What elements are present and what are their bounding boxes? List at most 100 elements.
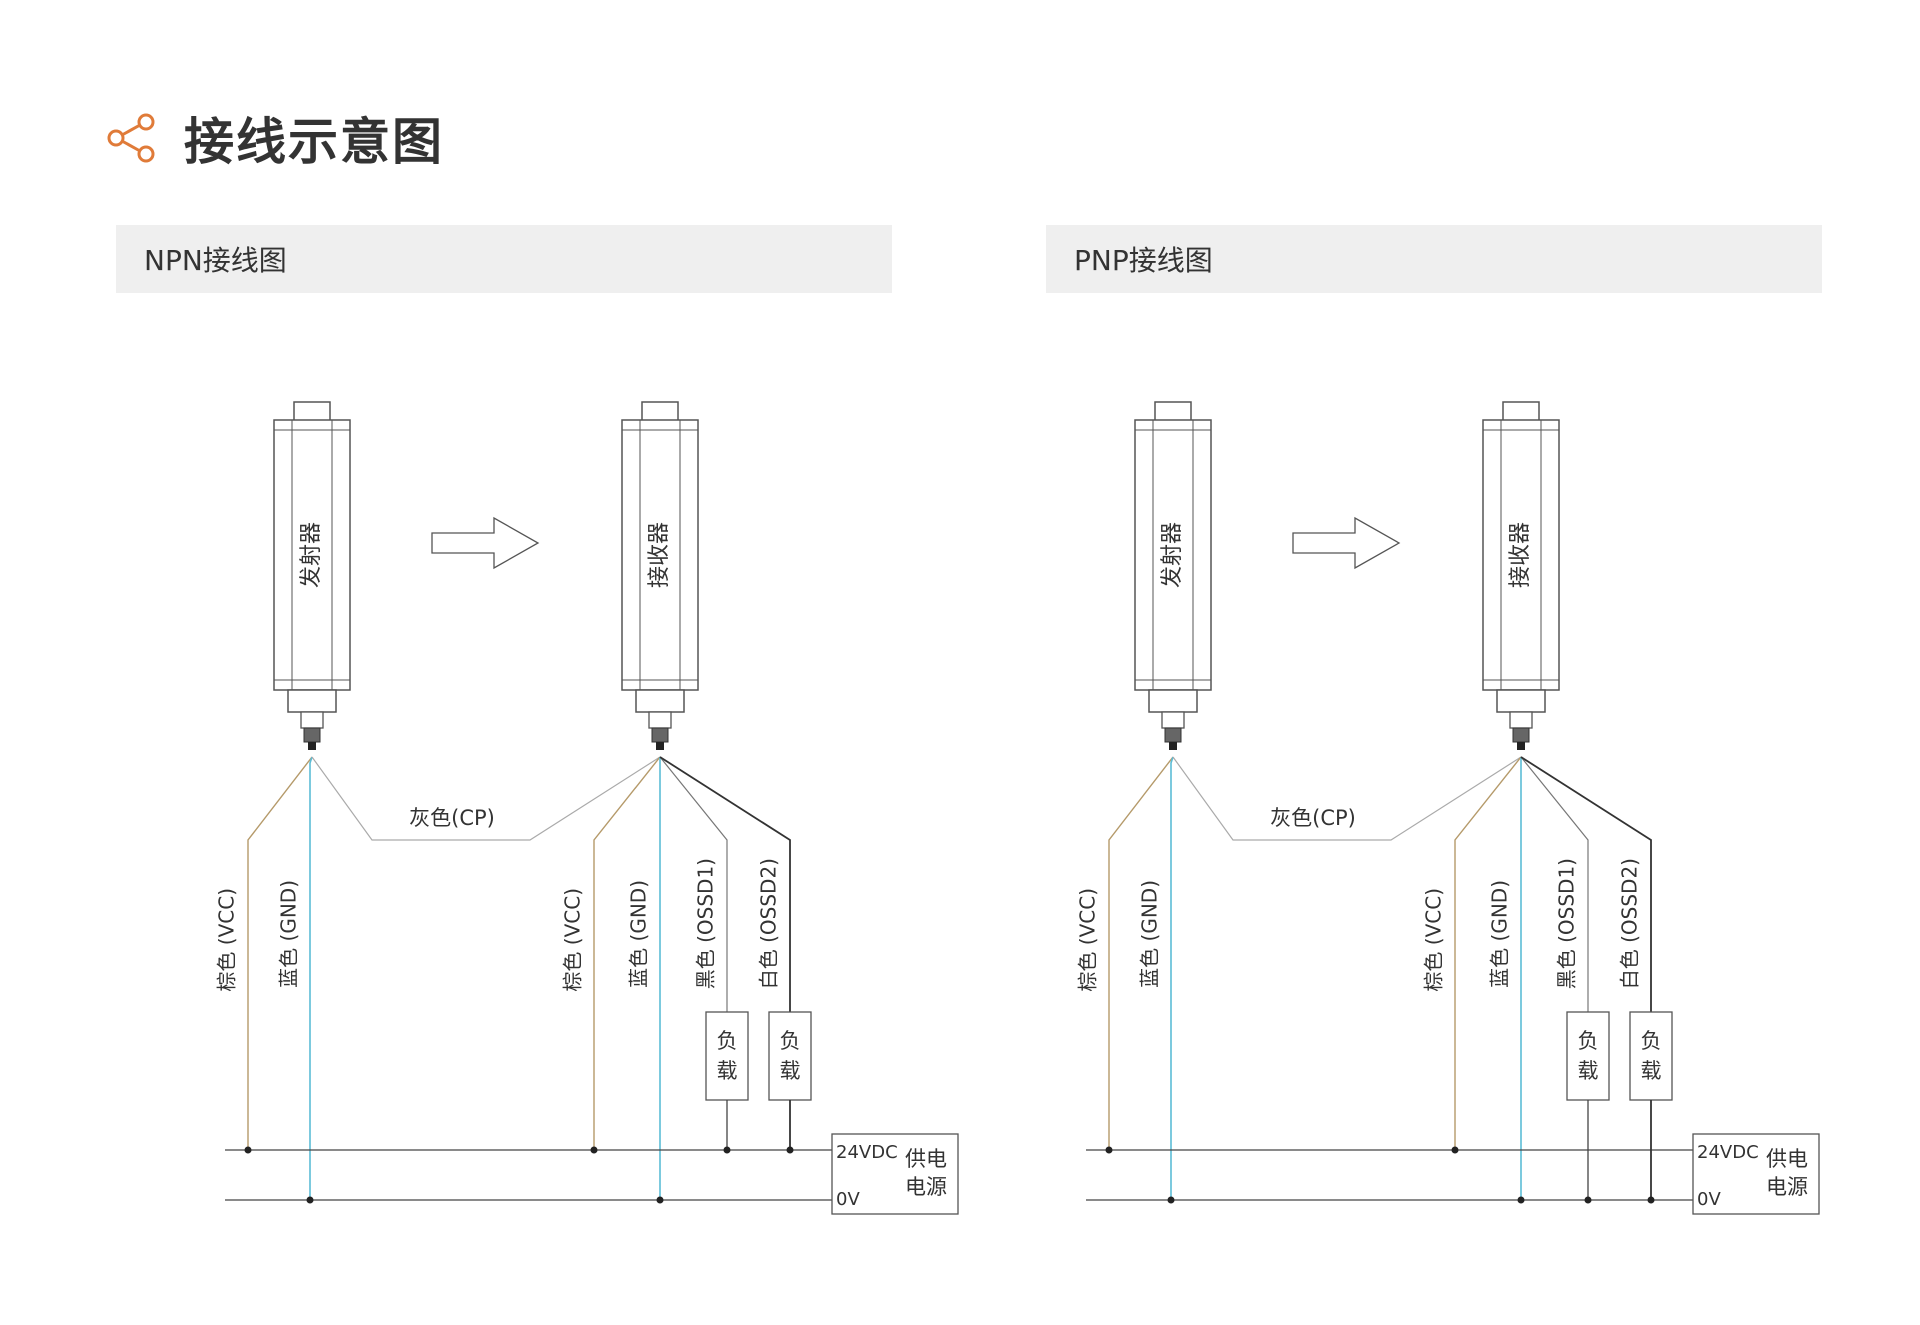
pnp-load-ossd2-label-2: 载	[1641, 1059, 1662, 1083]
pnp-load-ossd2: 负载	[1629, 1011, 1673, 1101]
pnp-receiver-label: 接收器	[1508, 522, 1533, 588]
npn-power-24v: 24VDC	[836, 1142, 898, 1163]
pnp-emitter-connector-tip	[1169, 742, 1177, 750]
pnp-receiver-wire-label-gnd: 蓝色 (GND)	[1488, 880, 1512, 988]
npn-emitter-connector	[300, 711, 324, 729]
pnp-receiver-wire-ossd1	[1520, 756, 1589, 1012]
pnp-power-24v: 24VDC	[1697, 1142, 1759, 1163]
npn-load-ossd2-label-2: 载	[780, 1059, 801, 1083]
npn-load-ossd1: 负载	[705, 1011, 749, 1101]
npn-power-0v: 0V	[836, 1189, 860, 1210]
pnp-section-header: PNP接线图	[1046, 225, 1822, 293]
pnp-receiver-connector-tip	[1517, 742, 1525, 750]
npn-dot-e-gnd	[306, 1196, 314, 1204]
npn-dot-e-vcc	[244, 1146, 252, 1154]
pnp-emitter-connector	[1161, 711, 1185, 729]
pnp-receiver-wire-label-vcc: 棕色 (VCC)	[1422, 888, 1446, 992]
npn-receiver: 接收器	[621, 401, 699, 750]
pnp-receiver-wire-label-vcc-group: 棕色 (VCC)	[1422, 888, 1446, 992]
npn-emitter-wire-vcc	[247, 756, 313, 1150]
pnp-receiver-wire-label-ossd1-group: 黑色 (OSSD1)	[1555, 858, 1579, 989]
npn-emitter-label: 发射器	[299, 522, 324, 588]
npn-emitter-wire-label-vcc-group: 棕色 (VCC)	[215, 888, 239, 992]
pnp-dot-r-vcc	[1451, 1146, 1459, 1154]
npn-emitter-wire-label-gnd: 蓝色 (GND)	[277, 880, 301, 988]
pnp-load-ossd2-box	[1629, 1011, 1673, 1101]
npn-sync-wire-label: 灰色(CP)	[409, 806, 495, 830]
npn-emitter-connector-thread	[303, 727, 321, 743]
pnp-power-name-1: 供电	[1766, 1147, 1808, 1171]
pnp-receiver-body	[1482, 419, 1560, 691]
pnp-receiver-top-cap	[1502, 401, 1540, 423]
npn-emitter: 发射器	[273, 401, 351, 750]
pnp-emitter-top-cap	[1154, 401, 1192, 423]
npn-power-box	[831, 1133, 959, 1215]
pnp-load-ossd1: 负载	[1566, 1011, 1610, 1101]
npn-receiver-top-cap	[641, 401, 679, 423]
pnp-dot-r-gnd	[1517, 1196, 1525, 1204]
pnp-emitter-connector-thread	[1164, 727, 1182, 743]
pnp-dot-load2	[1647, 1196, 1655, 1204]
pnp-receiver-wire-vcc	[1454, 756, 1522, 1150]
npn-sync-wire	[311, 756, 661, 841]
pnp-load-ossd1-label-2: 载	[1578, 1059, 1599, 1083]
pnp-emitter-wire-vcc	[1108, 756, 1174, 1150]
npn-receiver-wire-vcc	[593, 756, 661, 1150]
npn-power-name-2: 电源	[905, 1175, 947, 1199]
pnp-emitter-wire-label-gnd: 蓝色 (GND)	[1138, 880, 1162, 988]
pnp-receiver-connector	[1509, 711, 1533, 729]
pnp-emitter-wire-label-gnd-group: 蓝色 (GND)	[1138, 880, 1162, 988]
pnp-emitter-end-block	[1148, 689, 1198, 713]
npn-emitter-wire-gnd	[309, 756, 313, 1200]
npn-receiver-wire-label-gnd: 蓝色 (GND)	[627, 880, 651, 988]
npn-load-ossd1-box	[705, 1011, 749, 1101]
pnp-emitter: 发射器	[1134, 401, 1212, 750]
npn-receiver-connector	[648, 711, 672, 729]
npn-emitter-end-block	[287, 689, 337, 713]
pnp-power-0v: 0V	[1697, 1189, 1721, 1210]
pnp-dot-e-vcc	[1105, 1146, 1113, 1154]
pnp-receiver-wire-label-ossd2-group: 白色 (OSSD2)	[1618, 858, 1642, 989]
npn-receiver-connector-tip	[656, 742, 664, 750]
pnp-light-arrow	[1292, 516, 1401, 570]
pnp-load-ossd1-box	[1566, 1011, 1610, 1101]
pnp-receiver-wire-label-gnd-group: 蓝色 (GND)	[1488, 880, 1512, 988]
pnp-section-title: PNP接线图	[1074, 244, 1213, 277]
page-title: 接线示意图	[184, 113, 444, 171]
npn-load-ossd2: 负载	[768, 1011, 812, 1101]
pnp-receiver-connector-thread	[1512, 727, 1530, 743]
npn-receiver-wire-label-ossd1-group: 黑色 (OSSD1)	[694, 858, 718, 989]
npn-emitter-wire-label-gnd-group: 蓝色 (GND)	[277, 880, 301, 988]
npn-emitter-connector-tip	[308, 742, 316, 750]
share-icon	[107, 113, 155, 163]
npn-power-name-1: 供电	[905, 1147, 947, 1171]
pnp-receiver-wire-label-ossd2: 白色 (OSSD2)	[1618, 858, 1642, 989]
npn-receiver-connector-thread	[651, 727, 669, 743]
pnp-emitter-wire-label-vcc: 棕色 (VCC)	[1076, 888, 1100, 992]
npn-emitter-wire-label-vcc: 棕色 (VCC)	[215, 888, 239, 992]
npn-load-ossd2-label-1: 负	[780, 1029, 801, 1053]
pnp-emitter-body	[1134, 419, 1212, 691]
npn-emitter-top-cap	[293, 401, 331, 423]
npn-receiver-wire-label-vcc-group: 棕色 (VCC)	[561, 888, 585, 992]
pnp-emitter-wire-label-vcc-group: 棕色 (VCC)	[1076, 888, 1100, 992]
pnp-sync-wire-label: 灰色(CP)	[1270, 806, 1356, 830]
npn-dot-load1	[723, 1146, 731, 1154]
npn-receiver-wire-label-ossd2: 白色 (OSSD2)	[757, 858, 781, 989]
pnp-sync-wire	[1172, 756, 1522, 841]
npn-load-ossd1-label-2: 载	[717, 1059, 738, 1083]
pnp-dot-load1	[1584, 1196, 1592, 1204]
pnp-load-ossd2-label-1: 负	[1641, 1029, 1662, 1053]
npn-receiver-wire-ossd1	[659, 756, 728, 1012]
npn-receiver-wire-label-vcc: 棕色 (VCC)	[561, 888, 585, 992]
pnp-receiver-wire-label-ossd1: 黑色 (OSSD1)	[1555, 858, 1579, 989]
npn-diagram: 发射器接收器灰色(CP)负载负载棕色 (VCC)蓝色 (GND)棕色 (VCC)…	[215, 401, 959, 1215]
pnp-receiver: 接收器	[1482, 401, 1560, 750]
pnp-receiver-end-block	[1496, 689, 1546, 713]
npn-section-title: NPN接线图	[144, 244, 287, 277]
npn-receiver-end-block	[635, 689, 685, 713]
npn-light-arrow	[431, 516, 540, 570]
pnp-diagram: 发射器接收器灰色(CP)负载负载棕色 (VCC)蓝色 (GND)棕色 (VCC)…	[1076, 401, 1820, 1215]
